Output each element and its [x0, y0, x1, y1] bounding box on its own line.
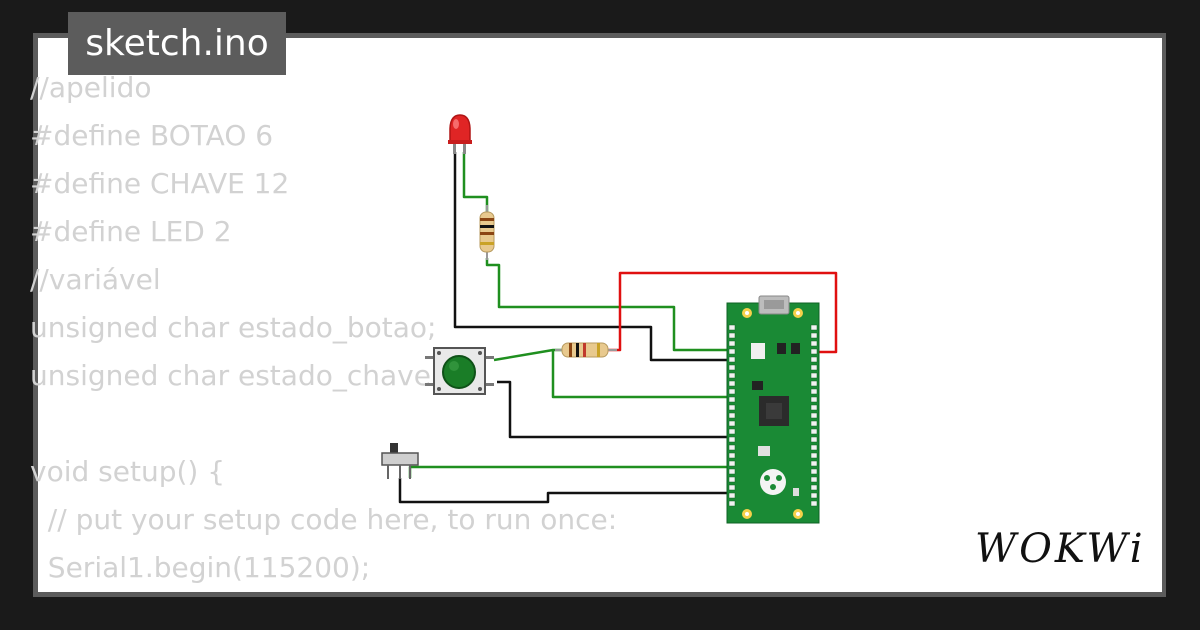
- code-editor[interactable]: //apelido #define BOTAO 6 #define CHAVE 12…: [30, 64, 617, 592]
- editor-canvas: [38, 38, 1162, 592]
- resistor-1[interactable]: [479, 205, 495, 260]
- code-line: // put your setup code here, to run once…: [30, 503, 618, 536]
- wire-button-gnd: [497, 380, 735, 439]
- wokwi-logo: WOKWi: [975, 526, 1146, 572]
- wire-resistor1-pico: [485, 258, 735, 352]
- code-line: //apelido: [30, 71, 152, 104]
- code-line: #define LED 2: [30, 215, 232, 248]
- file-tab[interactable]: sketch.ino: [68, 12, 286, 75]
- code-line: Serial1.begin(115200);: [30, 551, 371, 584]
- resistor-2[interactable]: [555, 342, 617, 358]
- wire-button-pico: [551, 350, 735, 399]
- code-line: #define BOTAO 6: [30, 119, 274, 152]
- wire-button-resistor2: [493, 348, 567, 362]
- code-line: #define CHAVE 12: [30, 167, 290, 200]
- green-pushbutton[interactable]: [425, 347, 494, 395]
- wire-led-anode: [462, 152, 489, 215]
- red-led[interactable]: [448, 114, 472, 154]
- code-line: unsigned char estado_chave;: [30, 359, 441, 392]
- slide-switch[interactable]: [381, 443, 419, 479]
- code-line: //variável: [30, 263, 161, 296]
- raspberry-pi-pico[interactable]: [726, 295, 820, 524]
- wire-switch-gnd: [398, 478, 735, 504]
- wire-switch-signal: [408, 465, 735, 478]
- code-line: void setup() {: [30, 455, 226, 488]
- code-line: unsigned char estado_botao;: [30, 311, 437, 344]
